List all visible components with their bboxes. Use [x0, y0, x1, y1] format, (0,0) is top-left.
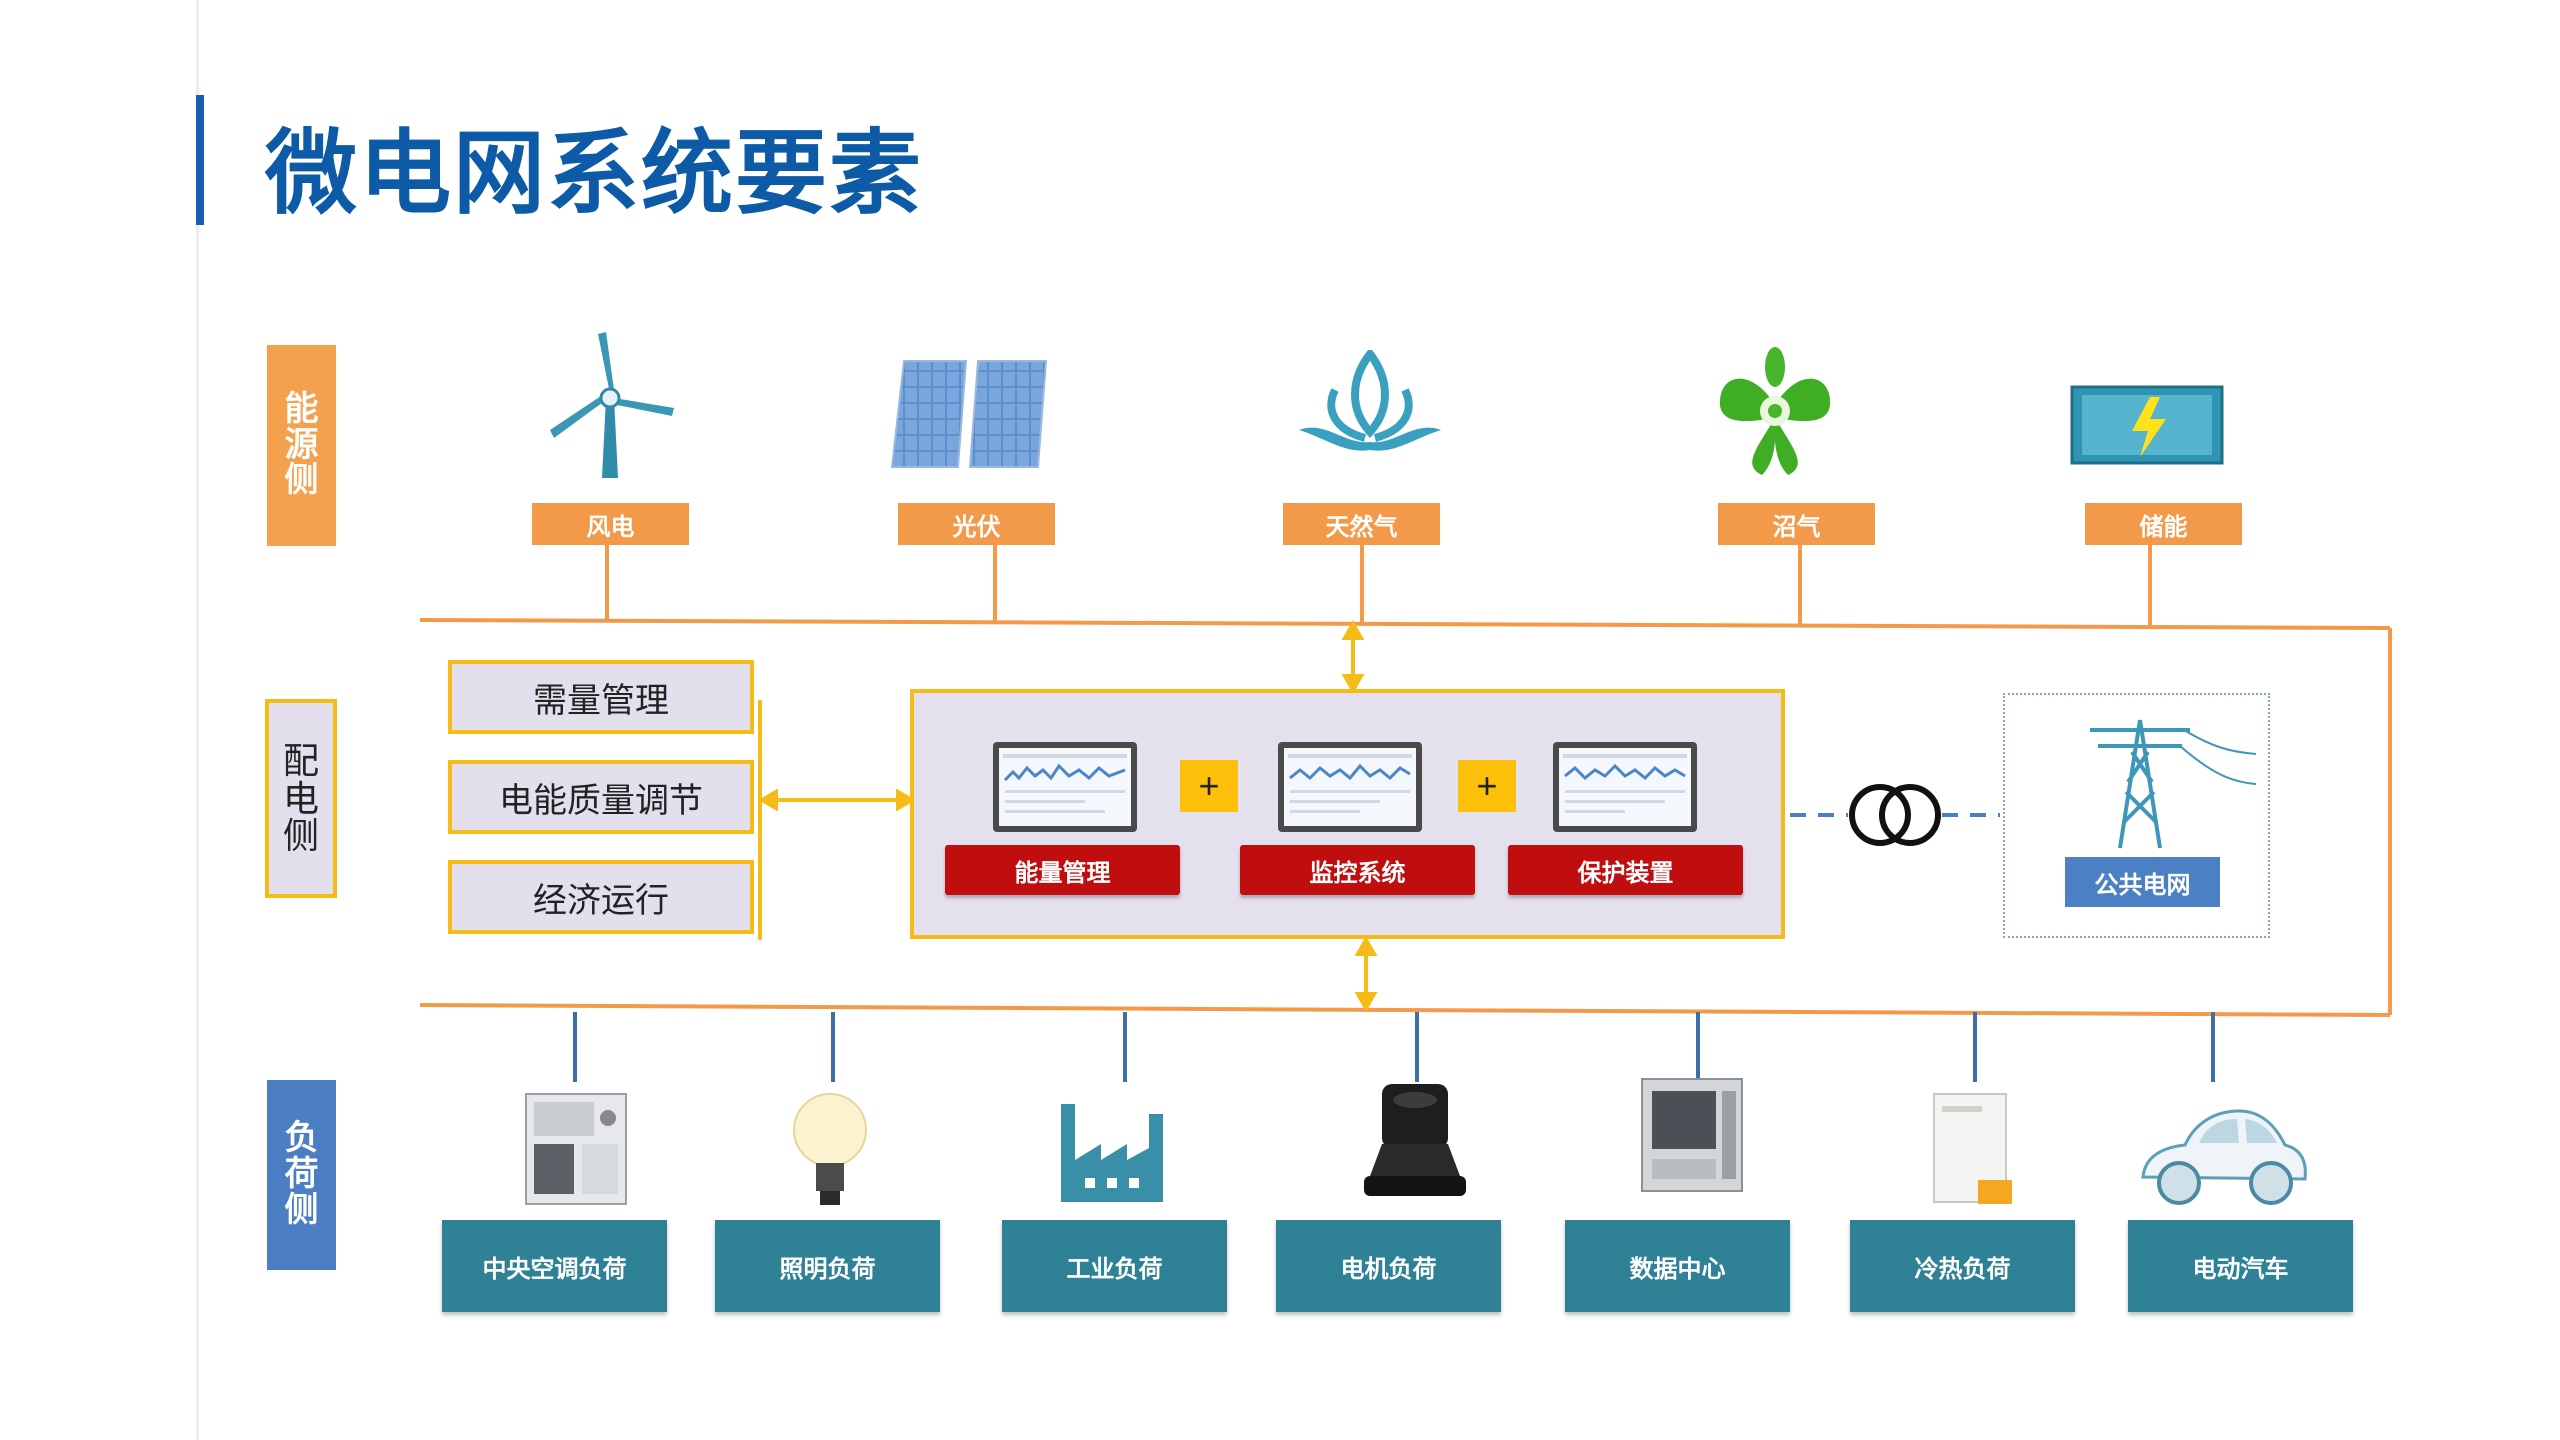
distribution-side-char: 侧 [282, 815, 319, 857]
load-stem [1696, 1012, 1700, 1082]
load-stem [573, 1012, 577, 1082]
air-conditioner-icon [520, 1090, 635, 1210]
load-label-motor: 电机负荷 [1276, 1220, 1501, 1312]
function-economic-operation: 经济运行 [448, 860, 754, 934]
monitor-icon [1553, 742, 1697, 832]
energy-side-label: 能 源 侧 [267, 345, 336, 546]
load-side-char: 荷 [284, 1155, 319, 1194]
load-label-lighting: 照明负荷 [715, 1220, 940, 1312]
system-label-protection: 保护装置 [1508, 845, 1743, 895]
load-side-char: 侧 [284, 1190, 319, 1229]
source-label-biogas: 沼气 [1718, 503, 1875, 545]
transformer-icon [1849, 784, 1941, 846]
energy-side-char: 侧 [284, 461, 319, 500]
biogas-icon [1710, 345, 1840, 485]
load-side-char: 负 [284, 1119, 319, 1158]
load-side-label: 负 荷 侧 [267, 1080, 336, 1270]
public-grid-panel [2003, 693, 2270, 938]
upper-arrow-head [1341, 674, 1365, 695]
distribution-side-char: 电 [282, 777, 319, 819]
load-label-industrial: 工业负荷 [1002, 1220, 1227, 1312]
natural-gas-icon [1295, 347, 1445, 460]
source-label-solar: 光伏 [898, 503, 1055, 545]
left-arrow-head [757, 788, 778, 812]
load-stem [1123, 1012, 1127, 1082]
lower-bus-line [419, 1003, 2391, 1017]
transmission-tower-icon [2080, 712, 2260, 852]
data-center-icon [1638, 1075, 1748, 1195]
electric-car-icon [2135, 1095, 2310, 1210]
public-grid-label: 公共电网 [2065, 857, 2220, 907]
plus-sign: + [1458, 760, 1516, 812]
lower-arrow-head [1354, 935, 1378, 956]
light-bulb-icon [790, 1085, 870, 1210]
heating-cooling-unit-icon [1920, 1090, 2020, 1210]
system-label-energy-management: 能量管理 [945, 845, 1180, 895]
load-label-heating-cooling: 冷热负荷 [1850, 1220, 2075, 1312]
source-stem [1798, 545, 1802, 625]
function-power-quality: 电能质量调节 [448, 760, 754, 834]
system-label-monitoring: 监控系统 [1240, 845, 1475, 895]
monitor-icon [993, 742, 1137, 832]
source-stem [2148, 545, 2152, 627]
source-label-natural-gas: 天然气 [1283, 503, 1440, 545]
title-accent-bar [196, 95, 204, 225]
source-label-storage: 储能 [2085, 503, 2242, 545]
load-stem [1415, 1012, 1419, 1082]
source-stem [993, 545, 997, 622]
plus-sign: + [1180, 760, 1238, 812]
upper-arrow-head [1341, 619, 1365, 640]
motor-icon [1360, 1080, 1470, 1205]
wind-turbine-icon [540, 330, 680, 480]
energy-storage-icon [2070, 385, 2225, 465]
solar-panel-icon [890, 355, 1050, 470]
distribution-side-char: 配 [282, 739, 319, 781]
load-label-central-ac: 中央空调负荷 [442, 1220, 667, 1312]
load-stem [1973, 1012, 1977, 1082]
upper-bus-line [419, 618, 2391, 630]
monitor-icon [1278, 742, 1422, 832]
function-demand-management: 需量管理 [448, 660, 754, 734]
lower-arrow-head [1354, 992, 1378, 1013]
factory-icon [1055, 1100, 1175, 1205]
load-label-data-center: 数据中心 [1565, 1220, 1790, 1312]
energy-side-char: 源 [284, 425, 319, 464]
load-label-electric-vehicle: 电动汽车 [2128, 1220, 2353, 1312]
load-stem [2211, 1012, 2215, 1082]
energy-side-char: 能 [284, 389, 319, 428]
source-stem [1360, 545, 1364, 623]
source-stem [605, 545, 609, 621]
source-label-wind: 风电 [532, 503, 689, 545]
page-title: 微电网系统要素 [265, 123, 924, 225]
left-arrow-head [896, 788, 917, 812]
left-divider [196, 0, 199, 1440]
load-stem [831, 1012, 835, 1082]
distribution-side-label: 配 电 侧 [265, 699, 337, 898]
